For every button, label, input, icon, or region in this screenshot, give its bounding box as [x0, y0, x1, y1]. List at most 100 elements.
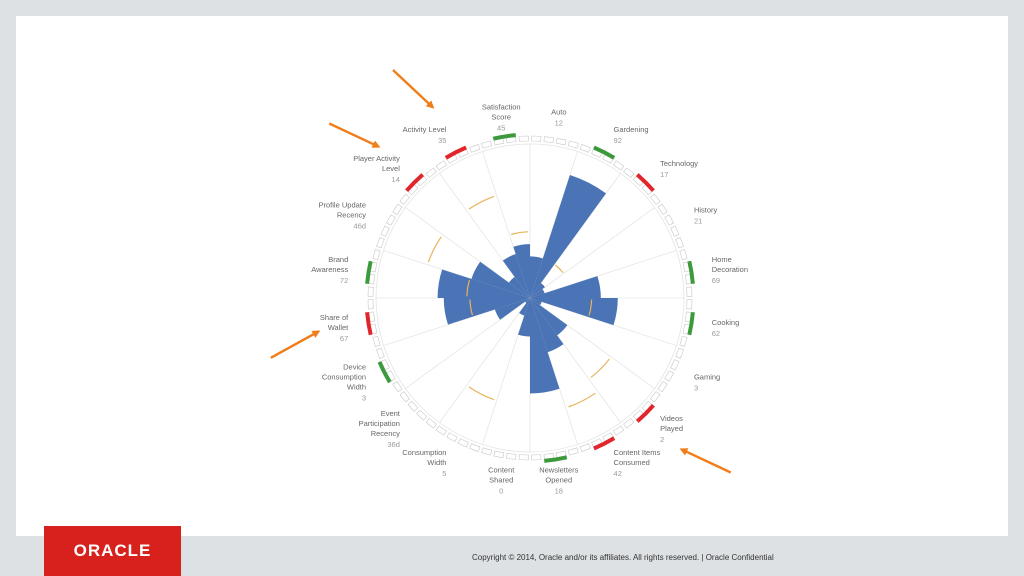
ring-tick — [679, 249, 688, 261]
label-line: Decoration — [712, 265, 748, 274]
threshold-arc-share-of-wallet — [469, 299, 473, 316]
ring-tick — [407, 400, 419, 412]
callout-arrow — [328, 122, 381, 148]
petal-auto — [530, 256, 543, 298]
ring-tick — [481, 140, 493, 149]
label-line: Level — [382, 164, 400, 173]
marker-red-player-activity-level — [405, 173, 425, 193]
ring-tick — [531, 454, 542, 461]
callout-arrow — [270, 330, 321, 359]
petal-newsletters-opened — [530, 298, 560, 394]
label-activity-level: Activity Level — [403, 125, 447, 134]
ring-tick — [657, 203, 668, 215]
label-line: Content — [488, 466, 515, 475]
grid-spoke — [482, 297, 531, 445]
petal-event-participation-recency — [525, 298, 530, 303]
radial-interest-chart: Auto12Gardening92Technology17History21Ho… — [270, 69, 748, 496]
petal-profile-update-recency — [471, 261, 530, 298]
value-gaming: 3 — [694, 384, 698, 393]
ring-tick — [650, 391, 661, 403]
ring-tick — [469, 144, 481, 153]
label-line: Shared — [489, 476, 513, 485]
ring-tick — [367, 286, 374, 297]
oracle-logo-text: ORACLE — [73, 541, 152, 560]
label-line: Consumed — [614, 458, 650, 467]
label-line: Activity Level — [403, 125, 447, 134]
marker-red-videos-played — [635, 403, 655, 423]
ring-tick — [446, 432, 458, 442]
label-line: Videos — [660, 414, 683, 423]
label-line: Profile Update — [319, 200, 367, 209]
petal-brand-awareness — [437, 269, 530, 298]
value-player-activity-level: 14 — [392, 175, 400, 184]
ring-tick — [372, 335, 381, 347]
petal-satisfaction-score — [513, 244, 530, 298]
label-line: Auto — [551, 107, 566, 116]
ring-tick — [623, 167, 635, 178]
label-line: Consumption — [322, 373, 366, 382]
label-line: Gardening — [614, 125, 649, 134]
label-gaming: Gaming — [694, 373, 720, 382]
ring-tick — [567, 447, 579, 456]
callout-arrow — [679, 448, 732, 474]
label-line: Recency — [371, 429, 400, 438]
label-line: Newsletters — [539, 466, 578, 475]
ring-tick — [372, 249, 381, 261]
label-line: Satisfaction — [482, 102, 521, 111]
petal-gaming — [530, 298, 542, 306]
ring-tick — [657, 381, 668, 393]
marker-green-home-decoration — [687, 260, 695, 284]
value-brand-awareness: 72 — [340, 276, 348, 285]
value-newsletters-opened: 18 — [555, 487, 563, 496]
ring-tick — [613, 160, 625, 171]
chart-thresholds — [427, 195, 610, 408]
petal-content-items-consumed — [530, 298, 564, 353]
value-auto: 12 — [555, 118, 563, 127]
value-content-items-consumed: 42 — [614, 469, 622, 478]
marker-green-device-consumption-width — [377, 361, 392, 384]
label-technology: Technology — [660, 159, 698, 168]
marker-red-technology — [635, 173, 655, 193]
petal-device-consumption-width — [494, 298, 530, 320]
label-line: Content Items — [614, 448, 661, 457]
marker-green-satisfaction-score — [492, 133, 516, 141]
ring-tick — [518, 454, 529, 461]
label-line: Played — [660, 424, 683, 433]
label-line: Awareness — [311, 265, 348, 274]
value-device-consumption-width: 3 — [362, 394, 366, 403]
threshold-arc-satisfaction-score — [511, 231, 529, 236]
petal-share-of-wallet — [443, 298, 530, 325]
label-line: Gaming — [694, 373, 720, 382]
copyright-footer: Copyright © 2014, Oracle and/or its affi… — [472, 553, 774, 562]
marker-green-cooking — [687, 312, 695, 336]
label-line: Score — [491, 112, 511, 121]
ring-tick — [392, 203, 403, 215]
threshold-arc-videos-played — [590, 358, 610, 378]
ring-tick — [505, 452, 517, 460]
label-line: Home — [712, 255, 732, 264]
chart-petals — [437, 174, 618, 394]
threshold-arc-brand-awareness — [466, 279, 471, 297]
ring-tick — [457, 438, 469, 448]
value-gardening: 92 — [614, 136, 622, 145]
value-videos-played: 2 — [660, 435, 664, 444]
ring-tick — [567, 140, 579, 149]
threshold-arc-profile-update-recency — [427, 236, 442, 263]
threshold-arc-content-items-consumed — [568, 392, 596, 408]
marker-red-share-of-wallet — [365, 312, 373, 336]
ring-tick — [518, 135, 529, 142]
ring-tick — [664, 214, 674, 226]
ring-tick — [579, 144, 591, 153]
ring-tick — [493, 450, 505, 459]
